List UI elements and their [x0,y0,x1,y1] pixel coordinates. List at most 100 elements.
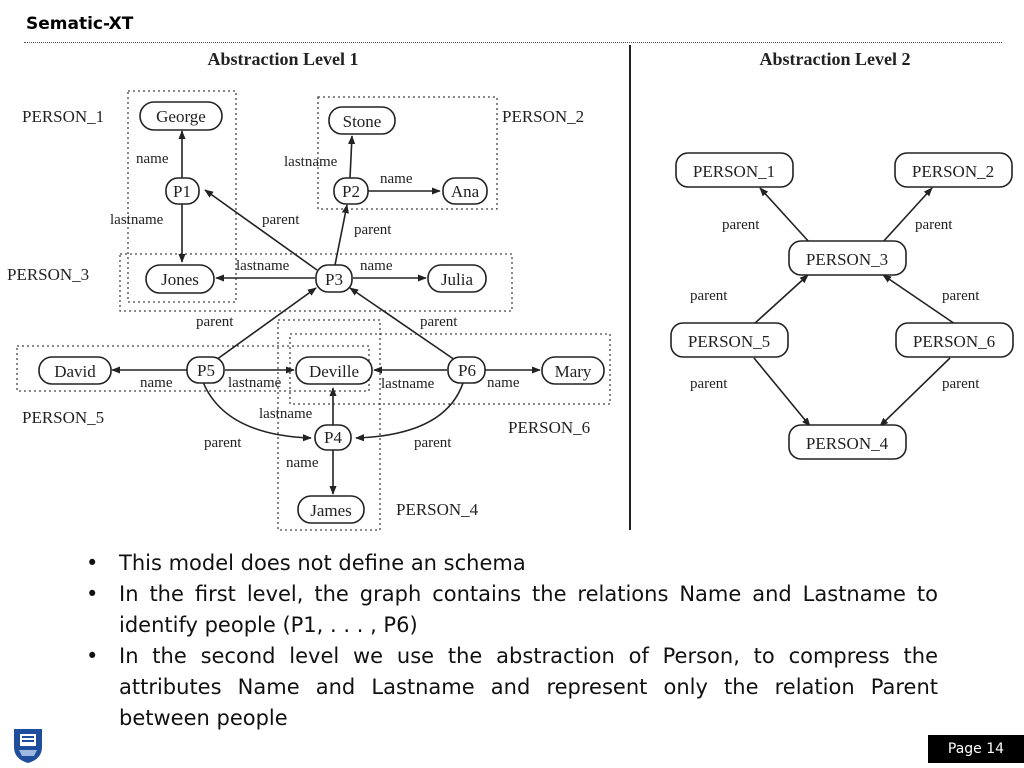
edge-label: lastname [259,406,313,422]
svg-text:Ana: Ana [451,182,480,201]
edge-p6-p4 [355,382,464,442]
group-box-person3 [119,253,513,312]
edge-p2-stone [348,135,356,179]
node-l2-person2: PERSON_2 [894,152,1013,188]
edge-label: parent [690,376,728,392]
edge-label: lastname [381,376,435,392]
edge-label: parent [196,314,234,330]
svg-text:PERSON_5: PERSON_5 [688,332,770,351]
svg-text:PERSON_2: PERSON_2 [912,162,994,181]
node-julia: Julia [427,264,487,293]
node-l2-person5: PERSON_5 [670,322,789,358]
svg-text:Jones: Jones [161,270,199,289]
edge-label: parent [915,217,953,233]
group-label-person2: PERSON_2 [502,107,584,126]
node-david: David [38,356,112,385]
node-george: George [139,101,223,131]
svg-text:Mary: Mary [555,362,592,381]
svg-text:P2: P2 [342,182,360,201]
svg-text:George: George [156,107,206,126]
edge-l2-p3-p2 [881,187,933,244]
node-p6: P6 [447,356,486,384]
page-number: Page 14 [928,735,1024,763]
bullet-list: This model does not define an schema In … [86,548,938,734]
edge-label: name [380,171,413,187]
edge-label: name [140,375,173,391]
edge-l2-p6-p3 [882,274,956,325]
node-l2-person6: PERSON_6 [895,322,1014,358]
slide-title: Sematic-XT [26,14,134,34]
university-logo-icon [14,729,42,763]
edge-label: name [487,375,520,391]
svg-text:PERSON_3: PERSON_3 [806,250,888,269]
edge-l2-p5-p4 [753,357,811,427]
svg-text:P5: P5 [197,361,215,380]
edge-label: lastname [236,258,290,274]
edge-p6-p3 [349,287,456,361]
node-p5: P5 [186,356,225,384]
edge-label: parent [414,435,452,451]
edge-l2-p6-p4 [879,357,951,427]
bullet-item: In the first level, the graph contains t… [86,579,938,641]
edge-label: lastname [284,154,338,170]
svg-text:PERSON_6: PERSON_6 [913,332,995,351]
edge-label: name [360,258,393,274]
svg-text:PERSON_4: PERSON_4 [806,434,889,453]
group-label-person6: PERSON_6 [508,418,590,437]
svg-text:Stone: Stone [343,112,382,131]
group-label-person5: PERSON_5 [22,408,104,427]
svg-text:PERSON_1: PERSON_1 [693,162,775,181]
edge-l2-p5-p3 [753,274,809,325]
edge-label: parent [204,435,242,451]
node-l2-person3: PERSON_3 [788,240,907,276]
edge-label: parent [722,217,760,233]
svg-text:P1: P1 [173,182,191,201]
group-box-person5 [16,345,370,392]
svg-text:P6: P6 [458,361,476,380]
svg-text:Julia: Julia [441,270,474,289]
svg-text:David: David [54,362,96,381]
edge-p5-p3 [215,287,317,361]
group-box-person2 [317,96,498,210]
level1-heading: Abstraction Level 1 [208,49,359,69]
group-label-person4: PERSON_4 [396,500,479,519]
level2-heading: Abstraction Level 2 [760,49,911,69]
edge-label: name [286,455,319,471]
node-deville: Deville [295,356,373,385]
edge-label: parent [354,222,392,238]
group-label-person3: PERSON_3 [7,265,89,284]
title-divider [24,42,1002,43]
node-p3: P3 [315,264,353,293]
edge-label: parent [690,288,728,304]
node-stone: Stone [328,106,396,135]
svg-text:Deville: Deville [309,362,359,381]
group-label-person1: PERSON_1 [22,107,104,126]
edge-label: parent [420,314,458,330]
node-l2-person1: PERSON_1 [675,152,794,188]
edge-label: parent [942,288,980,304]
edge-l2-p3-p1 [759,187,811,244]
node-james: James [297,495,365,524]
svg-text:P4: P4 [324,428,342,447]
node-jones: Jones [145,264,215,294]
node-ana: Ana [442,177,488,205]
edge-p5-p4 [202,381,312,442]
svg-text:James: James [310,501,352,520]
edge-p3-p2 [334,204,349,266]
edge-label: lastname [110,212,164,228]
edge-label: lastname [228,375,282,391]
abstraction-diagram: Abstraction Level 1 Abstraction Level 2 … [7,45,1014,531]
edge-label: name [136,151,169,167]
node-p4: P4 [314,424,352,451]
edge-label: parent [262,212,300,228]
svg-text:P3: P3 [325,270,343,289]
edge-label: parent [942,376,980,392]
node-mary: Mary [541,356,605,385]
node-p2: P2 [333,177,369,205]
node-p1: P1 [165,177,200,205]
edge-p3-p1 [204,189,318,271]
node-l2-person4: PERSON_4 [788,424,907,460]
group-box-person4 [277,319,381,531]
bullet-item: This model does not define an schema [86,548,938,579]
bullet-item: In the second level we use the abstracti… [86,641,938,734]
